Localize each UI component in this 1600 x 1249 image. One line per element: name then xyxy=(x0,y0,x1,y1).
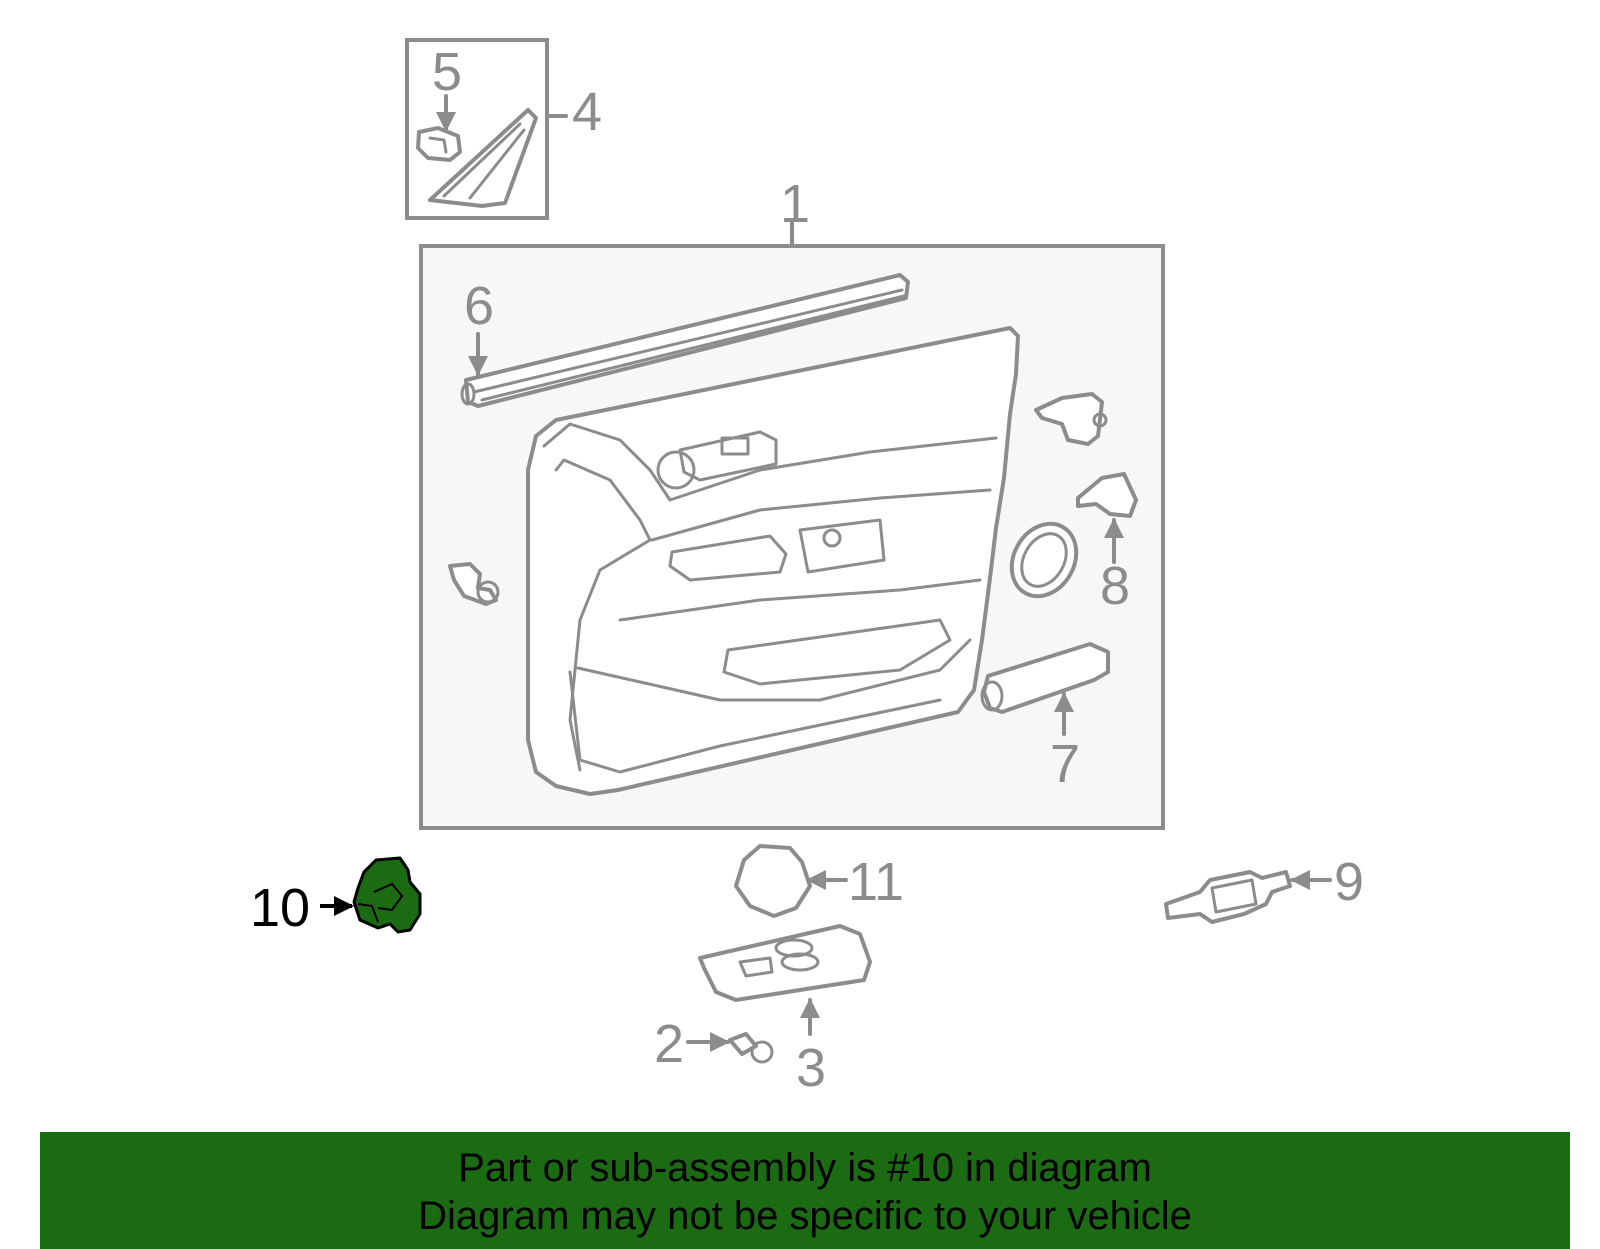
part-4-triangle-trim[interactable] xyxy=(428,108,538,208)
callout-2: 2 xyxy=(654,1014,684,1074)
callout-9: 9 xyxy=(1334,852,1364,912)
panel-clip-fastener[interactable] xyxy=(448,562,500,606)
callout-7: 7 xyxy=(1050,734,1080,794)
callout-8: 8 xyxy=(1100,556,1130,616)
part-8-cover-lower[interactable] xyxy=(1076,472,1138,518)
part-2-screw[interactable] xyxy=(728,1032,774,1064)
banner-line-2: Diagram may not be specific to your vehi… xyxy=(418,1194,1192,1238)
callout-11: 11 xyxy=(848,852,904,912)
part-3-switch-bezel[interactable] xyxy=(698,924,872,1002)
callout-1: 1 xyxy=(780,174,810,234)
part-6-belt-weatherstrip[interactable] xyxy=(460,273,910,408)
callout-10: 10 xyxy=(250,878,310,938)
part-9-inner-handle-bracket[interactable] xyxy=(1164,870,1292,924)
inset-box-parts-4-5 xyxy=(405,38,568,220)
banner-line-1: Part or sub-assembly is #10 in diagram xyxy=(458,1146,1152,1190)
part-10-power-window-switch[interactable] xyxy=(352,856,422,934)
callout-3: 3 xyxy=(796,1038,826,1098)
part-7-armrest-cap[interactable] xyxy=(980,642,1110,714)
speaker-grille-ring[interactable] xyxy=(999,512,1089,608)
door-panel-assembly xyxy=(526,326,1020,796)
part-11-pad[interactable] xyxy=(734,844,812,918)
callout-5: 5 xyxy=(432,42,462,102)
callout-4: 4 xyxy=(572,82,602,142)
callout-6: 6 xyxy=(464,276,494,336)
part-8-cover-upper[interactable] xyxy=(1034,392,1108,446)
part-5-clip[interactable] xyxy=(416,126,462,162)
info-banner: Part or sub-assembly is #10 in diagram D… xyxy=(40,1132,1570,1249)
